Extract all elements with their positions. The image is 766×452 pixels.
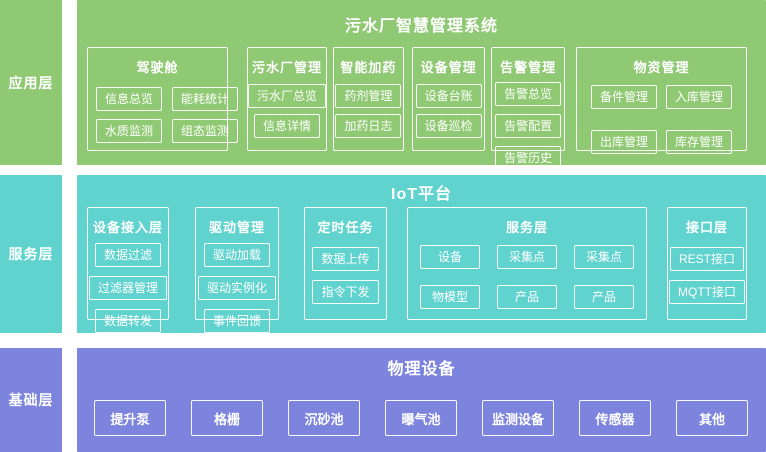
base-layer-label: 基础层 xyxy=(0,348,62,452)
feature-chip: 物模型 xyxy=(420,285,480,309)
panel-smart-dosing: 智能加药 药剂管理 加药日志 xyxy=(333,47,404,151)
feature-chip: 药剂管理 xyxy=(335,84,402,108)
panel-title: 接口层 xyxy=(685,220,728,235)
panel-title: 智能加药 xyxy=(340,60,397,75)
feature-chip: 采集点 xyxy=(574,245,634,269)
application-layer-title: 污水厂智慧管理系统 xyxy=(344,18,498,35)
device-chip: 传感器 xyxy=(579,400,651,436)
panel-title: 驾驶舱 xyxy=(136,60,179,75)
feature-chip: 库存管理 xyxy=(665,130,732,154)
base-layer-title: 物理设备 xyxy=(387,361,456,378)
feature-chip: 备件管理 xyxy=(590,85,657,109)
panel-title: 定时任务 xyxy=(317,220,374,235)
service-layer-label: 服务层 xyxy=(0,175,62,333)
base-layer-block: 物理设备 提升泵 格栅 沉砂池 曝气池 监测设备 传感器 其他 xyxy=(77,348,766,452)
feature-chip: 组态监测 xyxy=(172,119,239,143)
feature-chip: 水质监测 xyxy=(96,119,163,143)
feature-chip: 污水厂总览 xyxy=(248,84,327,108)
panel-interface-items: REST接口 MQTT接口 xyxy=(668,236,746,319)
device-chip: 沉砂池 xyxy=(288,400,360,436)
feature-chip: 设备台账 xyxy=(415,84,482,108)
feature-chip: 加药日志 xyxy=(335,114,402,138)
panel-plant-items: 污水厂总览 信息详情 xyxy=(248,76,327,150)
feature-chip: 信息详情 xyxy=(254,114,321,138)
feature-chip: 信息总览 xyxy=(96,87,163,111)
panel-cockpit-items: 信息总览 能耗统计 水质监测 组态监测 xyxy=(88,76,239,143)
panel-title: 污水厂管理 xyxy=(252,60,323,75)
panel-interface-layer: 接口层 REST接口 MQTT接口 xyxy=(667,207,747,320)
panel-driver-management: 驱动管理 驱动加载 驱动实例化 事件回馈 xyxy=(195,207,279,333)
feature-chip: 设备 xyxy=(420,245,480,269)
feature-chip: 指令下发 xyxy=(312,280,379,304)
panel-material-management: 物资管理 备件管理 入库管理 出库管理 库存管理 xyxy=(575,47,747,154)
panel-title: 物资管理 xyxy=(633,60,690,75)
panel-scheduled-tasks: 定时任务 数据上传 指令下发 xyxy=(304,207,387,320)
panel-device-access: 设备接入层 数据过滤 过滤器管理 数据转发 xyxy=(87,207,169,333)
device-chip: 提升泵 xyxy=(94,400,166,436)
panel-title: 告警管理 xyxy=(500,60,557,75)
feature-chip: 采集点 xyxy=(497,245,557,269)
device-chip: 格栅 xyxy=(191,400,263,436)
device-chip: 监测设备 xyxy=(482,400,554,436)
panel-scheduled-tasks-items: 数据上传 指令下发 xyxy=(305,236,386,319)
panel-service-sublayer: 服务层 设备 采集点 采集点 物模型 产品 产品 xyxy=(407,207,647,320)
application-panels: 驾驶舱 信息总览 能耗统计 水质监测 组态监测 污水厂管理 污水厂总览 信息详情 xyxy=(87,47,747,170)
panel-alarm-management: 告警管理 告警总览 告警配置 告警历史 xyxy=(491,47,565,170)
application-layer-row: 应用层 污水厂智慧管理系统 驾驶舱 信息总览 能耗统计 水质监测 组态监测 污水… xyxy=(0,0,766,170)
feature-chip: MQTT接口 xyxy=(669,280,745,304)
application-layer-block: 污水厂智慧管理系统 驾驶舱 信息总览 能耗统计 水质监测 组态监测 污水厂管理 … xyxy=(77,0,766,170)
feature-chip: 驱动实例化 xyxy=(197,276,276,300)
panel-service-sublayer-items: 设备 采集点 采集点 物模型 产品 产品 xyxy=(408,236,646,319)
feature-chip: REST接口 xyxy=(669,247,744,271)
feature-chip: 驱动加载 xyxy=(203,243,270,267)
feature-chip: 过滤器管理 xyxy=(88,276,167,300)
service-layer-row: 服务层 IoT平台 设备接入层 数据过滤 过滤器管理 数据转发 驱动管理 驱动加… xyxy=(0,175,766,333)
panel-material-items: 备件管理 入库管理 出库管理 库存管理 xyxy=(577,76,746,154)
feature-chip: 数据过滤 xyxy=(94,243,161,267)
service-panels: 设备接入层 数据过滤 过滤器管理 数据转发 驱动管理 驱动加载 驱动实例化 事件… xyxy=(87,207,747,333)
feature-chip: 数据转发 xyxy=(94,309,161,333)
application-layer-label: 应用层 xyxy=(0,0,62,165)
feature-chip: 事件回馈 xyxy=(203,309,270,333)
panel-dosing-items: 药剂管理 加药日志 xyxy=(334,76,403,150)
panel-driver-items: 驱动加载 驱动实例化 事件回馈 xyxy=(196,236,278,339)
device-chip: 其他 xyxy=(676,400,748,436)
feature-chip: 告警历史 xyxy=(495,146,562,170)
feature-chip: 告警总览 xyxy=(495,82,562,106)
panel-title: 驱动管理 xyxy=(208,220,265,235)
feature-chip: 产品 xyxy=(497,285,557,309)
feature-chip: 产品 xyxy=(574,285,634,309)
panel-equipment-management: 设备管理 设备台账 设备巡检 xyxy=(411,47,486,151)
panel-alarm-items: 告警总览 告警配置 告警历史 xyxy=(492,76,564,176)
panel-plant-management: 污水厂管理 污水厂总览 信息详情 xyxy=(247,47,328,151)
feature-chip: 设备巡检 xyxy=(415,114,482,138)
panel-title: 设备管理 xyxy=(420,60,477,75)
service-layer-block: IoT平台 设备接入层 数据过滤 过滤器管理 数据转发 驱动管理 驱动加载 驱动… xyxy=(77,175,766,333)
panel-title: 服务层 xyxy=(505,220,548,235)
feature-chip: 数据上传 xyxy=(312,247,379,271)
panel-cockpit: 驾驶舱 信息总览 能耗统计 水质监测 组态监测 xyxy=(87,47,239,151)
service-layer-title: IoT平台 xyxy=(391,186,452,203)
device-chip: 曝气池 xyxy=(385,400,457,436)
base-layer-row: 基础层 物理设备 提升泵 格栅 沉砂池 曝气池 监测设备 传感器 其他 xyxy=(0,348,766,452)
physical-devices: 提升泵 格栅 沉砂池 曝气池 监测设备 传感器 其他 xyxy=(94,400,748,436)
feature-chip: 出库管理 xyxy=(590,130,657,154)
panel-equipment-items: 设备台账 设备巡检 xyxy=(413,76,485,150)
panel-title: 设备接入层 xyxy=(92,220,163,235)
feature-chip: 能耗统计 xyxy=(172,87,239,111)
panel-device-access-items: 数据过滤 过滤器管理 数据转发 xyxy=(88,236,168,339)
feature-chip: 入库管理 xyxy=(665,85,732,109)
feature-chip: 告警配置 xyxy=(495,114,562,138)
